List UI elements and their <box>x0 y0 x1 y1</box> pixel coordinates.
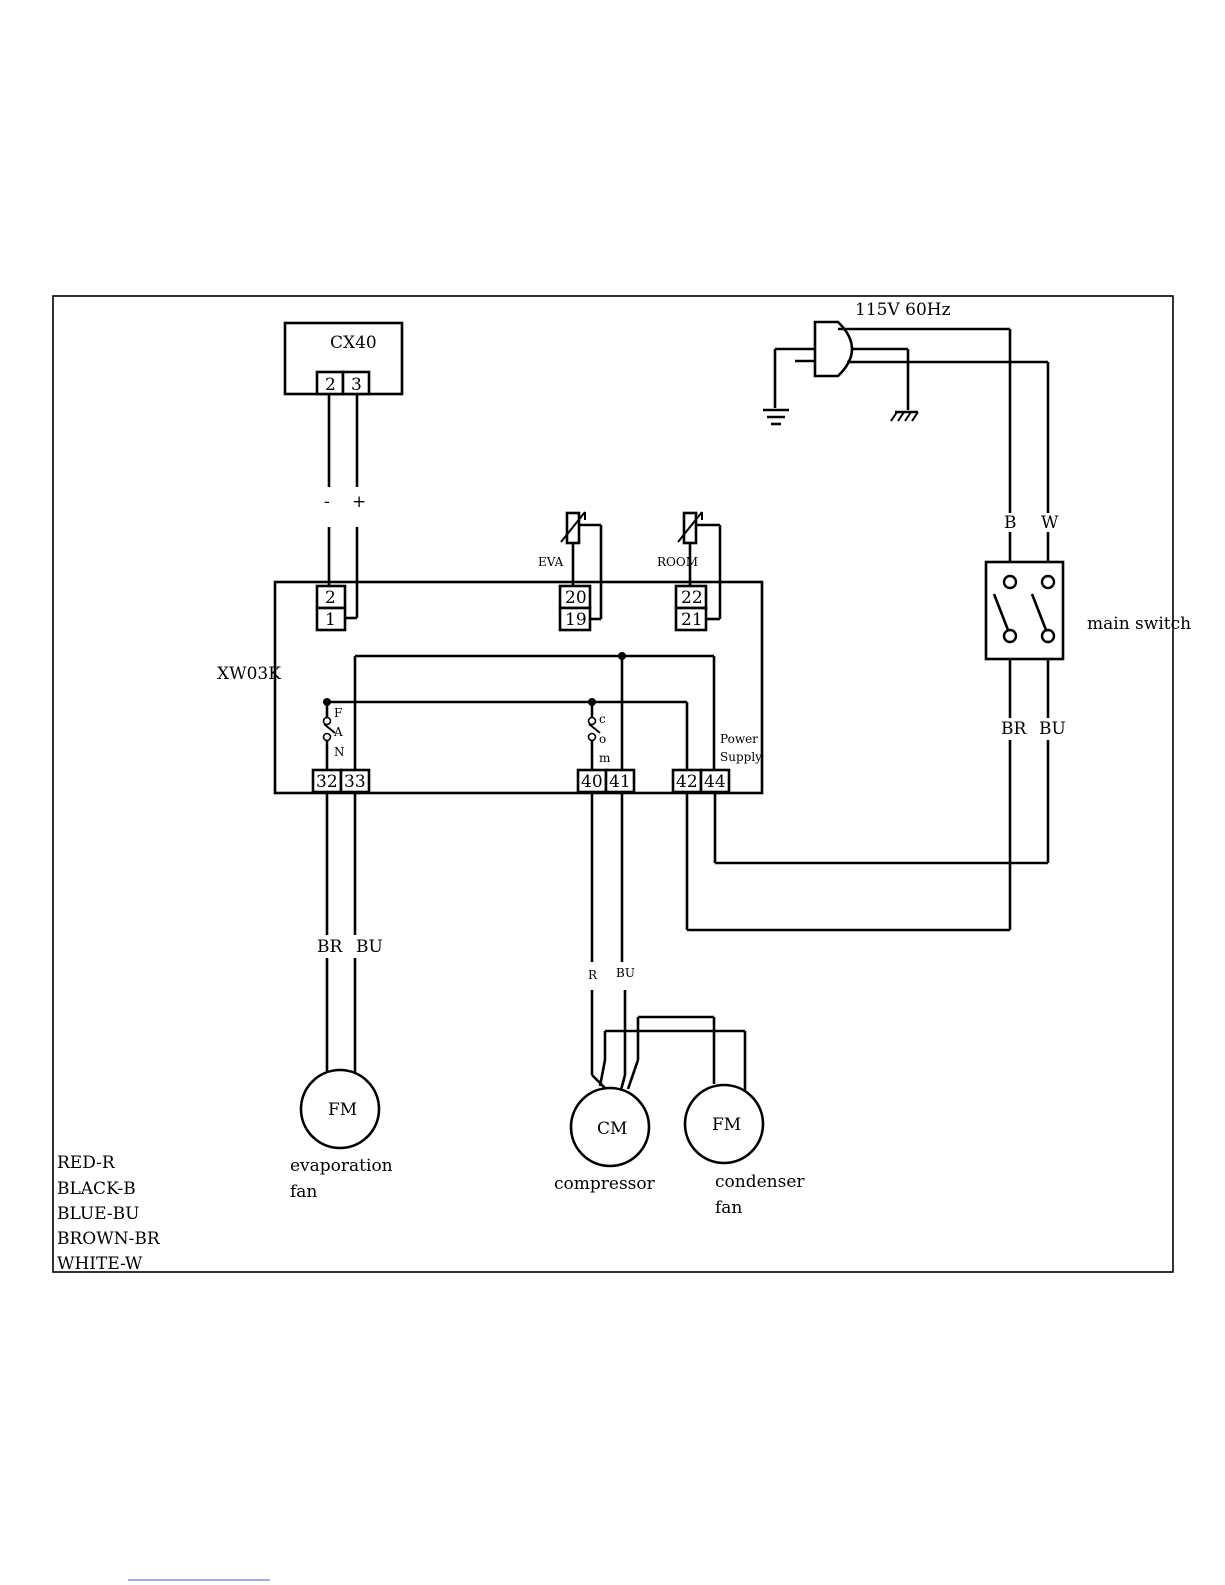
term-1: 1 <box>325 610 336 630</box>
power-label: 115V 60Hz <box>855 300 951 320</box>
color-legend: RED-R BLACK-B BLUE-BU BROWN-BR WHITE-W <box>57 1153 161 1274</box>
term-41: 41 <box>609 772 631 792</box>
legend-brown: BROWN-BR <box>57 1229 161 1249</box>
term-32: 32 <box>316 772 338 792</box>
term-44: 44 <box>704 772 726 792</box>
legend-blue: BLUE-BU <box>57 1204 139 1224</box>
power-supply-line1: Power <box>720 732 758 746</box>
term-20: 20 <box>565 588 587 608</box>
evap-fan-label-2: fan <box>290 1182 317 1202</box>
main-switch-label: main switch <box>1087 614 1191 634</box>
evap-fan-wire-br: BR <box>317 937 343 957</box>
main-switch <box>986 562 1063 659</box>
switch-wire-bu: BU <box>1039 719 1066 739</box>
term-42: 42 <box>676 772 698 792</box>
cx40-label: CX40 <box>330 333 377 353</box>
fan-relay-n: N <box>334 745 345 759</box>
fan-relay-a: A <box>333 725 343 739</box>
com-relay-m: m <box>599 751 611 765</box>
evap-fan-label-1: evaporation <box>290 1156 393 1176</box>
power-plug <box>763 322 1048 424</box>
com-relay-o: o <box>599 732 606 746</box>
evap-fan-symbol: FM <box>328 1100 357 1120</box>
legend-white: WHITE-W <box>57 1254 143 1274</box>
compressor-label: compressor <box>554 1174 656 1194</box>
condenser-fan-symbol: FM <box>712 1115 741 1135</box>
power-supply-line2: Supply <box>720 750 762 764</box>
probe-plus: + <box>352 492 366 512</box>
term-21: 21 <box>681 610 703 630</box>
eva-label: EVA <box>538 555 564 569</box>
term-19: 19 <box>565 610 587 630</box>
term-2: 2 <box>325 588 336 608</box>
com-relay-c: c <box>599 712 606 726</box>
room-label: ROOM <box>657 555 698 569</box>
condenser-fan-label-1: condenser <box>715 1172 805 1192</box>
comp-wire-r: R <box>588 968 598 982</box>
switch-wire-w: W <box>1041 513 1059 533</box>
fan-relay-f: F <box>334 706 342 720</box>
comp-wire-bu: BU <box>616 966 635 980</box>
controller-label: XW03K <box>217 664 281 684</box>
legend-red: RED-R <box>57 1153 116 1173</box>
term-33: 33 <box>344 772 366 792</box>
legend-black: BLACK-B <box>57 1179 136 1199</box>
condenser-fan-label-2: fan <box>715 1198 742 1218</box>
compressor-symbol: CM <box>597 1119 627 1139</box>
cx40-pin-3: 3 <box>351 375 362 395</box>
cx40-pin-2: 2 <box>325 375 336 395</box>
term-40: 40 <box>581 772 603 792</box>
term-22: 22 <box>681 588 703 608</box>
evap-fan-wire-bu: BU <box>356 937 383 957</box>
switch-wire-br: BR <box>1001 719 1027 739</box>
switch-wire-b: B <box>1004 513 1017 533</box>
probe-minus: - <box>324 492 330 512</box>
